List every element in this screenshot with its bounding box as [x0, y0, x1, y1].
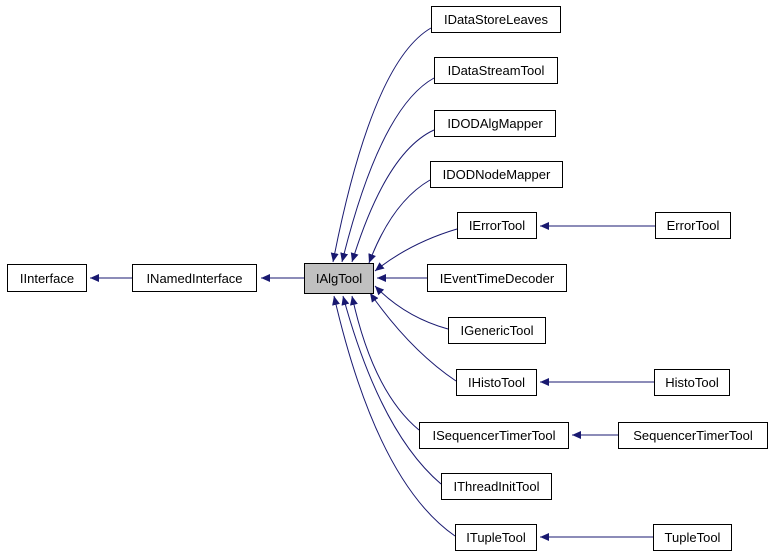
edge-idatastoreleaves-ialgtool: [330, 27, 432, 263]
edge-igenerictool-ialgtool: [374, 285, 449, 330]
node-ihistotool[interactable]: IHistoTool: [456, 369, 537, 396]
edge-itupletool-ialgtool: [332, 295, 456, 537]
edge-isequencertimertool-ialgtool: [350, 295, 420, 431]
node-ierrortool[interactable]: IErrorTool: [457, 212, 537, 239]
node-idodalgmapper[interactable]: IDODAlgMapper: [434, 110, 556, 137]
node-igenerictool[interactable]: IGenericTool: [448, 317, 546, 344]
node-itupletool[interactable]: ITupleTool: [455, 524, 537, 551]
edge-idodalgmapper-ialgtool: [350, 129, 435, 263]
node-idodnodemapper[interactable]: IDODNodeMapper: [430, 161, 563, 188]
node-inamedinterface[interactable]: INamedInterface: [132, 264, 257, 292]
node-iinterface[interactable]: IInterface: [7, 264, 87, 292]
node-idatastoreleaves[interactable]: IDataStoreLeaves: [431, 6, 561, 33]
edge-idodnodemapper-ialgtool: [368, 179, 431, 264]
edge-ihistotool-ialgtool: [369, 292, 457, 382]
node-ialgtool: IAlgTool: [304, 263, 374, 294]
node-errortool[interactable]: ErrorTool: [655, 212, 731, 239]
node-sequencertimertool[interactable]: SequencerTimerTool: [618, 422, 768, 449]
edge-idatastreamtool-ialgtool: [340, 77, 435, 263]
node-idatastreamtool[interactable]: IDataStreamTool: [434, 57, 558, 84]
node-ithreadinittool[interactable]: IThreadInitTool: [441, 473, 552, 500]
node-tupletool[interactable]: TupleTool: [653, 524, 732, 551]
edge-ithreadinittool-ialgtool: [341, 295, 442, 485]
node-ieventtimedecoder[interactable]: IEventTimeDecoder: [427, 264, 567, 292]
node-histotool[interactable]: HistoTool: [654, 369, 730, 396]
node-isequencertimertool[interactable]: ISequencerTimerTool: [419, 422, 569, 449]
